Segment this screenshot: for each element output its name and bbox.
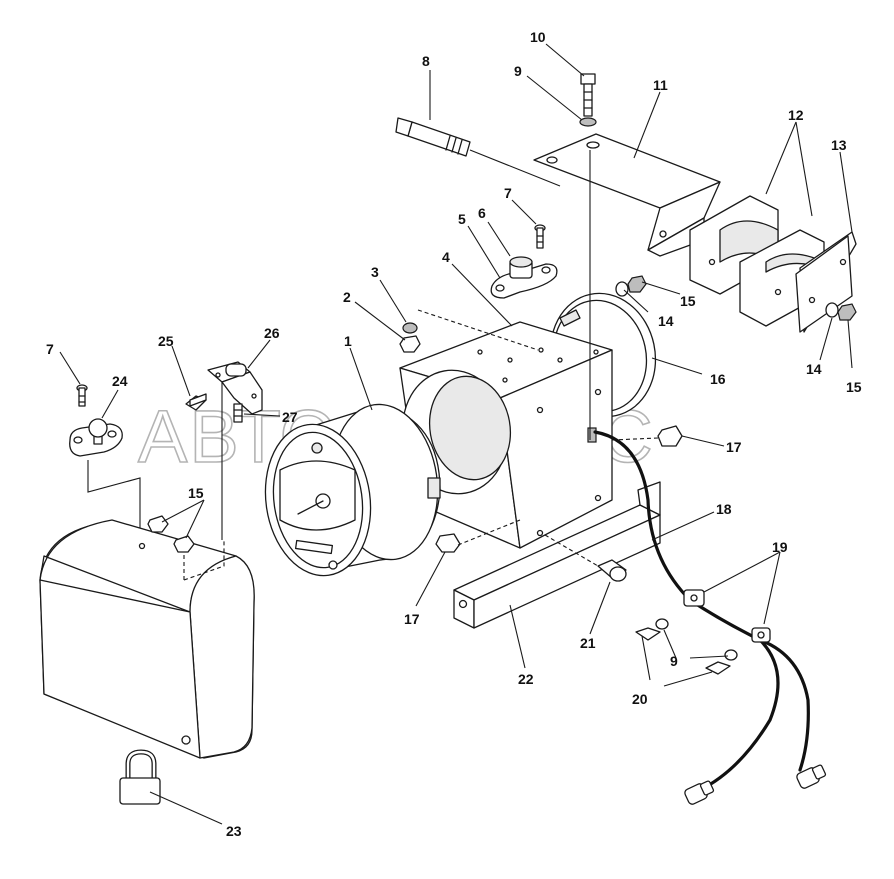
callout-22: 22	[518, 671, 534, 687]
callout-15-right: 15	[846, 379, 862, 395]
callout-27: 27	[282, 409, 298, 425]
bracket-bolt	[579, 73, 597, 127]
callout-labels: 1 2 3 4 5 6 7 7 8 9 9 10 11 12 13 14 14 …	[46, 29, 862, 839]
callout-9-lower: 9	[670, 653, 678, 669]
callout-5: 5	[458, 211, 466, 227]
washer-nut-set-right	[825, 302, 857, 321]
callout-24: 24	[112, 373, 128, 389]
base-bracket	[453, 481, 661, 629]
angle-bracket	[533, 133, 721, 440]
nut-washer-left	[399, 309, 539, 353]
callout-26: 26	[264, 325, 280, 341]
callout-13: 13	[831, 137, 847, 153]
callout-14-right: 14	[806, 361, 822, 377]
callout-17-lower: 17	[404, 611, 420, 627]
gauge-instrument	[264, 403, 441, 577]
callout-7-left: 7	[46, 341, 54, 357]
callout-12: 12	[788, 107, 804, 123]
callout-20: 20	[632, 691, 648, 707]
leader-lines	[59, 43, 853, 687]
callout-18: 18	[716, 501, 732, 517]
protective-cover	[39, 515, 255, 759]
callout-9-top: 9	[514, 63, 522, 79]
hinge-hasp	[185, 361, 263, 540]
stud-bolt	[559, 309, 581, 327]
cable-plug-left	[684, 780, 715, 805]
cable-harness	[593, 430, 827, 805]
callout-2: 2	[343, 289, 351, 305]
callout-21: 21	[580, 635, 596, 651]
callout-4: 4	[442, 249, 450, 265]
cable-plug-right	[796, 764, 827, 789]
callout-15-left: 15	[188, 485, 204, 501]
mount-screw	[534, 224, 546, 249]
callout-7-top: 7	[504, 185, 512, 201]
washer-nut-set-upper	[615, 275, 647, 297]
ball-stud-mount	[69, 384, 141, 534]
long-bolt	[395, 117, 561, 187]
mount-foot	[490, 256, 558, 299]
callout-8: 8	[422, 53, 430, 69]
callout-25: 25	[158, 333, 174, 349]
nut-lower	[435, 519, 521, 553]
callout-11: 11	[653, 77, 668, 93]
callout-23: 23	[226, 823, 242, 839]
callout-3: 3	[371, 264, 379, 280]
callout-16: 16	[710, 371, 726, 387]
callout-17-right: 17	[726, 439, 742, 455]
clip-screws	[635, 618, 738, 675]
nut-right	[611, 425, 683, 447]
base-bolt	[544, 534, 627, 582]
callout-10: 10	[530, 29, 546, 45]
callout-19: 19	[772, 539, 788, 555]
callout-6: 6	[478, 205, 486, 221]
clamp-plate	[795, 231, 857, 333]
callout-1: 1	[344, 333, 352, 349]
callout-14-upper: 14	[658, 313, 674, 329]
padlock	[119, 749, 223, 825]
callout-15-upper: 15	[680, 293, 696, 309]
